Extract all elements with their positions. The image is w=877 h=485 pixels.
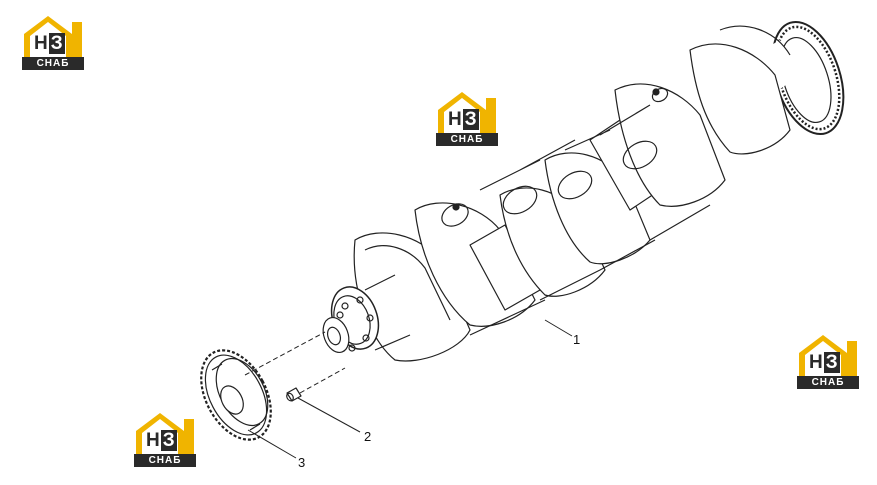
callout-3: 3 xyxy=(298,455,306,470)
logo-caption: СНАБ xyxy=(797,376,859,389)
alignment-lines xyxy=(244,331,346,394)
crankshaft-gear xyxy=(200,349,272,441)
logo-caption: СНАБ xyxy=(134,454,196,467)
callout-2: 2 xyxy=(364,429,372,444)
logo-caption: СНАБ xyxy=(22,57,84,70)
dowel-pin xyxy=(286,387,302,402)
callout-1: 1 xyxy=(573,332,581,347)
logo-caption: СНАБ xyxy=(436,133,498,146)
leader-lines xyxy=(247,319,573,459)
crankshaft xyxy=(322,25,800,365)
